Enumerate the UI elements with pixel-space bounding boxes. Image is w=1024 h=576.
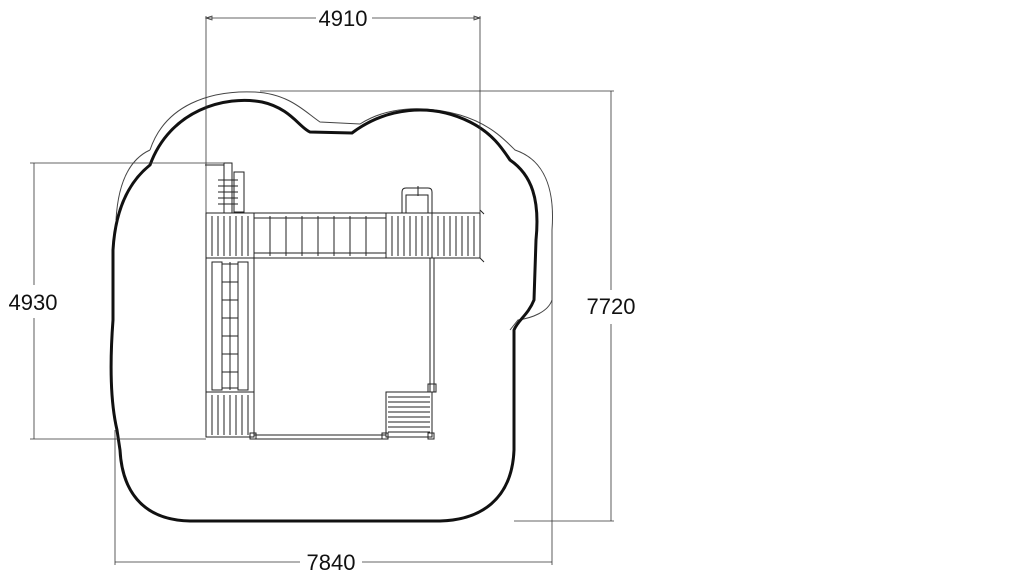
safety-zone-outer-outline — [115, 91, 553, 331]
deck-top-left — [205, 212, 255, 259]
dimension-label-left: 4930 — [9, 290, 58, 315]
climbing-pole — [205, 162, 245, 214]
hand-rail-loop — [401, 186, 433, 213]
safety-zone-boundary — [109, 98, 539, 523]
stair-deck-bottom-right — [381, 391, 435, 440]
right-rail — [427, 258, 437, 393]
deck-top-right — [385, 212, 433, 259]
dimension-bottom: 7840 — [114, 300, 553, 575]
climbing-tunnel-left — [205, 257, 255, 393]
bridge-top — [253, 212, 387, 259]
dimension-label-top: 4910 — [319, 6, 368, 31]
dimension-top: 4910 — [204, 6, 482, 213]
dimension-label-bottom: 7840 — [307, 550, 356, 575]
dimension-right: 7720 — [260, 90, 636, 522]
dimension-left: 4930 — [9, 162, 224, 440]
slide-top-right — [431, 209, 485, 263]
bottom-rail — [249, 432, 386, 440]
deck-bottom-left — [205, 391, 255, 438]
dimension-label-right: 7720 — [587, 294, 636, 319]
